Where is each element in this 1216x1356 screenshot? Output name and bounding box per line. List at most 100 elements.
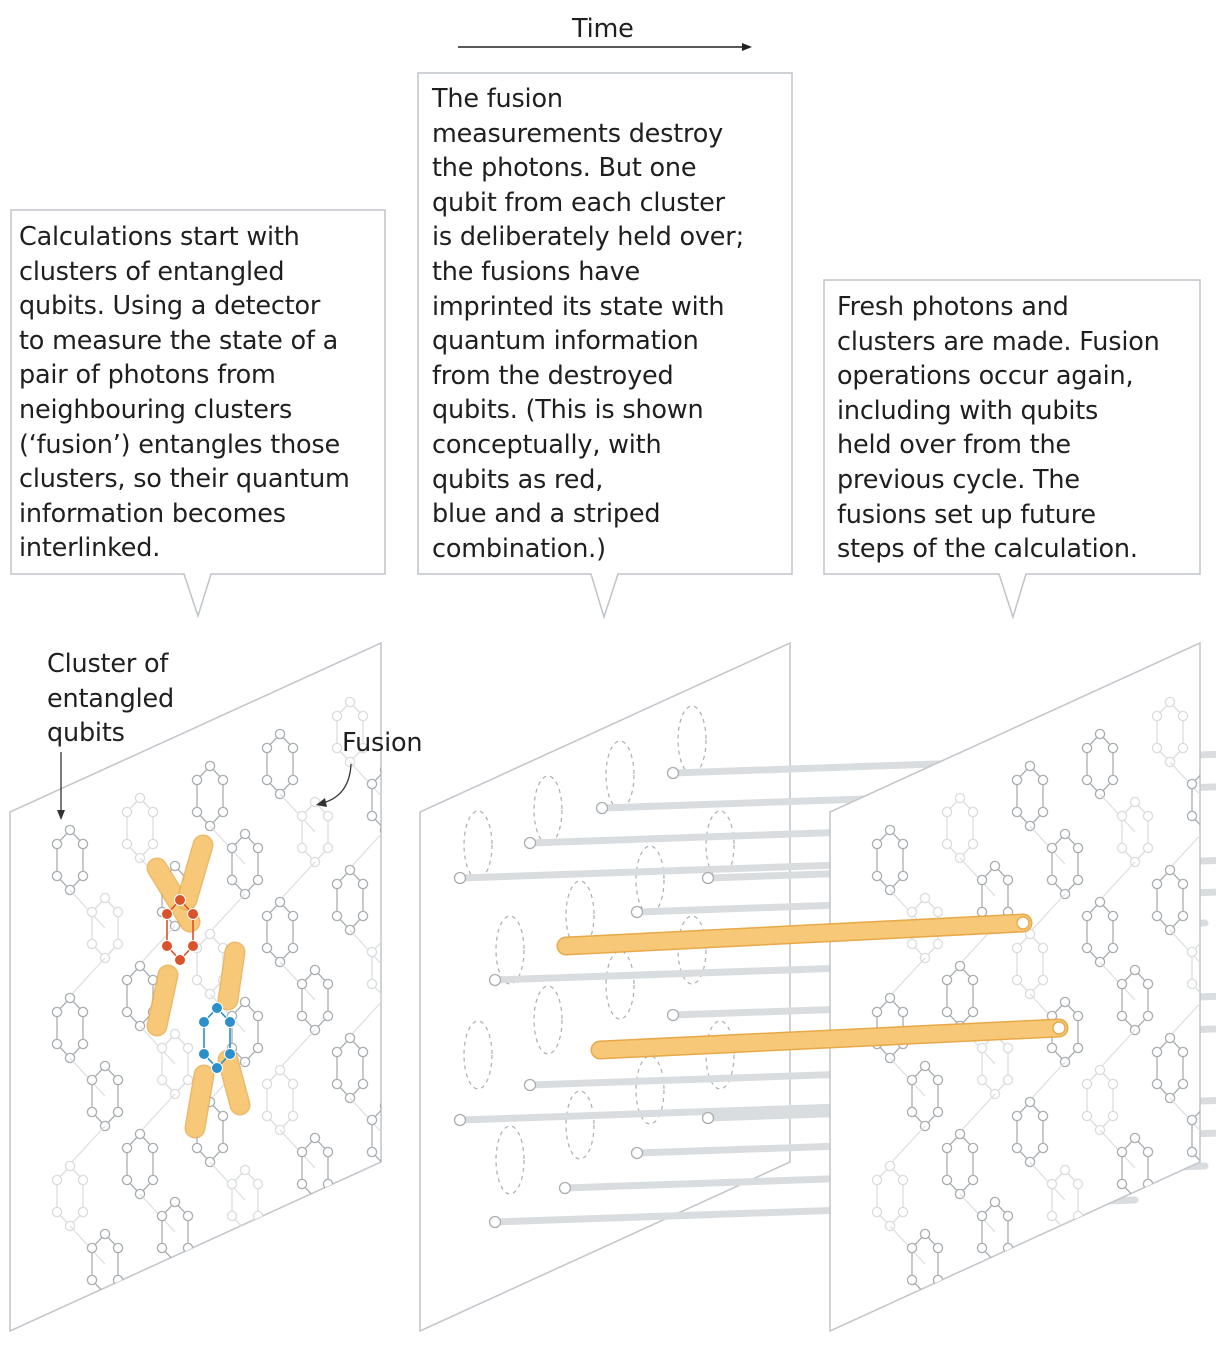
qubit-node bbox=[357, 1046, 369, 1058]
qubit-node bbox=[261, 1078, 273, 1090]
qubit-node bbox=[1094, 1232, 1106, 1244]
qubit-node bbox=[86, 1106, 98, 1118]
entangle-link bbox=[279, 961, 316, 1001]
held-qubit bbox=[666, 1008, 680, 1022]
qubit-node bbox=[1151, 710, 1163, 722]
entangle-link bbox=[69, 1225, 106, 1265]
entangle-link bbox=[69, 1125, 106, 1165]
qubit-node bbox=[954, 1296, 966, 1308]
qubit-node bbox=[357, 1246, 369, 1258]
qubit-node bbox=[239, 996, 251, 1008]
qubit-node bbox=[1107, 1246, 1119, 1258]
qubit-node bbox=[261, 942, 273, 954]
qubit-node bbox=[191, 974, 203, 986]
entangle-link bbox=[69, 957, 106, 997]
entangle-link bbox=[69, 1057, 106, 1097]
callout-box-2-frame bbox=[417, 72, 793, 620]
qubit-node bbox=[1011, 1142, 1023, 1154]
destroyed-qubit-loop bbox=[605, 740, 635, 810]
qubit-node bbox=[1151, 1214, 1163, 1226]
qubit-node bbox=[331, 910, 343, 922]
qubit-node bbox=[204, 760, 216, 772]
entangle-link bbox=[1099, 1029, 1136, 1069]
fusion-arrow-icon bbox=[316, 763, 352, 807]
qubit-node bbox=[344, 1032, 356, 1044]
qubit-node bbox=[941, 974, 953, 986]
qubit-node bbox=[1081, 1246, 1093, 1258]
qubit-node bbox=[344, 696, 356, 708]
qubit-node bbox=[121, 974, 133, 986]
qubit-node bbox=[1037, 806, 1049, 818]
qubit-node bbox=[77, 1006, 89, 1018]
qubit-node bbox=[1072, 1042, 1084, 1054]
qubit-node bbox=[932, 1074, 944, 1086]
entangle-link bbox=[139, 1193, 176, 1233]
qubit-node bbox=[1129, 1132, 1141, 1144]
lattice-ring bbox=[266, 1237, 294, 1299]
qubit-node bbox=[941, 838, 953, 850]
qubit-node bbox=[393, 1147, 402, 1156]
qubit-node bbox=[1081, 1278, 1093, 1290]
qubit-node bbox=[967, 806, 979, 818]
entangle-link bbox=[889, 1057, 926, 1097]
qubit-node bbox=[99, 1228, 111, 1240]
qubit-node bbox=[322, 810, 334, 822]
qubit-node bbox=[976, 874, 988, 886]
qubit-node bbox=[322, 1010, 334, 1022]
qubit-node bbox=[1116, 978, 1128, 990]
destroyed-qubit-loop bbox=[677, 915, 707, 985]
qubit-node bbox=[379, 992, 381, 1004]
qubit-node bbox=[344, 1200, 356, 1212]
qubit-node bbox=[393, 947, 402, 956]
qubit-node bbox=[156, 1210, 168, 1222]
qubit-node bbox=[1177, 1046, 1189, 1058]
qubit-node bbox=[976, 1074, 988, 1086]
qubit-node bbox=[1186, 1146, 1198, 1158]
qubit-node bbox=[357, 878, 369, 890]
qubit-node bbox=[1151, 910, 1163, 922]
qubit-node bbox=[86, 1074, 98, 1086]
qubit-node bbox=[1129, 964, 1141, 976]
qubit-node bbox=[287, 1246, 299, 1258]
red-qubit bbox=[174, 954, 186, 966]
qubit-node bbox=[252, 1178, 264, 1190]
qubit-node bbox=[897, 870, 909, 882]
qubit-node bbox=[331, 1214, 343, 1226]
qubit-node bbox=[86, 1274, 98, 1286]
fusion-label: Fusion bbox=[342, 728, 423, 758]
qubit-node bbox=[1046, 874, 1058, 886]
qubit-node bbox=[239, 1164, 251, 1176]
qubit-node bbox=[366, 778, 378, 790]
qubit-node bbox=[989, 860, 1001, 872]
qubit-node bbox=[64, 992, 76, 1004]
qubit-node bbox=[1094, 896, 1106, 908]
entangle-link bbox=[349, 1097, 381, 1137]
qubit-node bbox=[897, 838, 909, 850]
time-arrow-icon bbox=[458, 43, 752, 51]
qubit-node bbox=[287, 1278, 299, 1290]
qubit-node bbox=[217, 1142, 229, 1154]
held-qubit bbox=[523, 1078, 537, 1092]
qubit-node bbox=[1081, 1110, 1093, 1122]
qubit-node bbox=[1081, 774, 1093, 786]
qubit-node bbox=[182, 1242, 194, 1254]
qubit-node bbox=[932, 906, 944, 918]
panel-3-carried-fusions bbox=[556, 913, 1069, 1060]
panel-3-plane bbox=[829, 641, 1201, 1333]
panel-3-lattice bbox=[871, 696, 1200, 1331]
qubit-node bbox=[1059, 996, 1071, 1008]
entangle-link bbox=[279, 861, 316, 901]
qubit-node bbox=[51, 1038, 63, 1050]
qubit-node bbox=[941, 806, 953, 818]
qubit-node bbox=[989, 1196, 1001, 1208]
red-qubit bbox=[187, 908, 199, 920]
qubit-node bbox=[1142, 810, 1154, 822]
qubit-node bbox=[274, 1232, 286, 1244]
qubit-node bbox=[112, 1242, 124, 1254]
qubit-node bbox=[147, 1142, 159, 1154]
qubit-node bbox=[169, 860, 181, 872]
qubit-node bbox=[122, 1343, 131, 1352]
qubit-node bbox=[967, 1142, 979, 1154]
qubit-node bbox=[191, 1278, 203, 1290]
